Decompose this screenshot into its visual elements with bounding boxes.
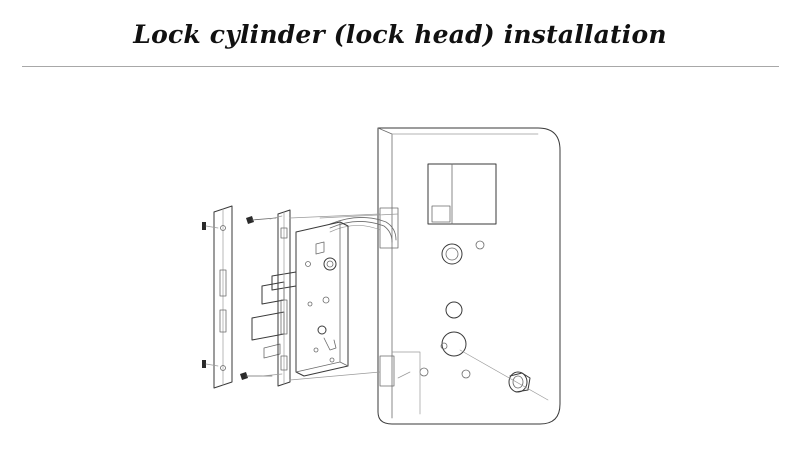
wire-harness xyxy=(319,213,399,243)
page-title: Lock cylinder (lock head) installation xyxy=(133,20,667,49)
lock-body xyxy=(251,221,349,377)
screws xyxy=(202,213,381,381)
faceplate xyxy=(213,205,233,389)
lock-faceplate xyxy=(277,209,291,387)
door-panel xyxy=(377,127,561,425)
lock-cylinder xyxy=(397,349,549,401)
title-divider xyxy=(22,66,779,67)
